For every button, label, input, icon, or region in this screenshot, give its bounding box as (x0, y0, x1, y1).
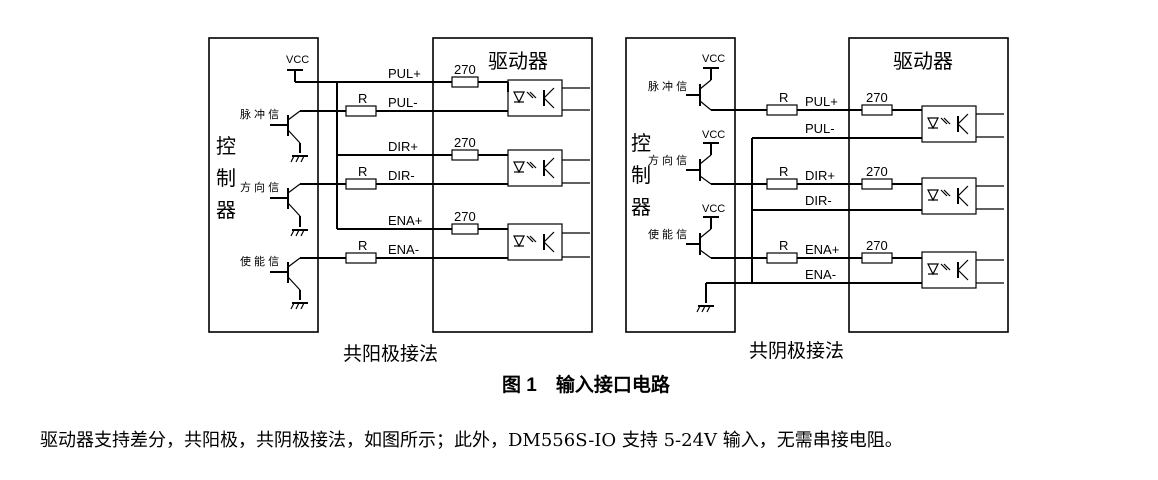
left-pulse-label: 脉 冲 信 (240, 107, 279, 121)
left-caption: 共阳极接法 (343, 343, 438, 365)
right-transistor-pul (686, 79, 712, 111)
right-enable-label: 使 能 信 (648, 227, 687, 241)
left-270-ena: 270 (454, 209, 476, 224)
left-vcc-label: VCC (286, 54, 309, 66)
right-270-pul: 270 (866, 90, 888, 105)
right-diagram: 控 制 器 驱动器 VCC VCC VCC (625, 37, 1009, 362)
right-vcc-label-1: VCC (702, 53, 725, 65)
right-r-dir: R (779, 164, 788, 179)
left-ena-minus: ENA- (388, 242, 419, 257)
left-transistor-pul (270, 110, 309, 163)
right-transistor-ena (686, 228, 712, 259)
right-transistor-dir (686, 154, 712, 185)
left-r-dir: R (358, 164, 367, 179)
left-controller-char-2: 制 (216, 167, 236, 190)
left-controller-char-1: 控 (216, 135, 236, 158)
left-transistor-ena (270, 257, 309, 310)
right-vcc-label-3: VCC (702, 203, 725, 215)
right-dir-plus: DIR+ (805, 168, 835, 183)
right-270-dir: 270 (866, 164, 888, 179)
right-controller-char-1: 控 (631, 132, 651, 155)
right-r-ena: R (779, 238, 788, 253)
left-pul-plus: PUL+ (388, 66, 421, 81)
right-controller-char-3: 器 (631, 197, 651, 219)
left-diagram: 控 制 器 驱动器 VCC (208, 37, 593, 365)
right-pulse-label: 脉 冲 信 (648, 79, 687, 93)
right-vcc-label-2: VCC (702, 129, 725, 141)
right-caption: 共阴极接法 (749, 340, 844, 362)
right-270-ena: 270 (866, 238, 888, 253)
right-ena-plus: ENA+ (805, 242, 839, 257)
left-transistor-dir (270, 183, 309, 237)
right-direction-label: 方 向 信 (648, 153, 687, 167)
left-pul-minus: PUL- (388, 95, 418, 110)
left-270-dir: 270 (454, 135, 476, 150)
left-r-pul: R (358, 91, 367, 106)
left-controller-char-3: 器 (216, 200, 236, 222)
right-pul-minus: PUL- (805, 121, 835, 136)
body-paragraph: 驱动器支持差分，共阳极，共阴极接法，如图所示；此外，DM556S-IO 支持 5… (40, 430, 903, 451)
right-driver-title: 驱动器 (893, 50, 953, 73)
left-ena-plus: ENA+ (388, 213, 422, 228)
figure-caption: 图 1 输入接口电路 (502, 373, 671, 396)
left-driver-title: 驱动器 (488, 50, 548, 73)
left-enable-label: 使 能 信 (240, 254, 279, 268)
left-270-pul: 270 (454, 62, 476, 77)
right-r-pul: R (779, 90, 788, 105)
right-controller-char-2: 制 (631, 164, 651, 187)
left-direction-label: 方 向 信 (240, 180, 279, 194)
right-ena-minus: ENA- (805, 267, 836, 282)
left-dir-minus: DIR- (388, 168, 415, 183)
right-pul-plus: PUL+ (805, 94, 838, 109)
left-r-ena: R (358, 238, 367, 253)
left-dir-plus: DIR+ (388, 139, 418, 154)
right-dir-minus: DIR- (805, 193, 832, 208)
